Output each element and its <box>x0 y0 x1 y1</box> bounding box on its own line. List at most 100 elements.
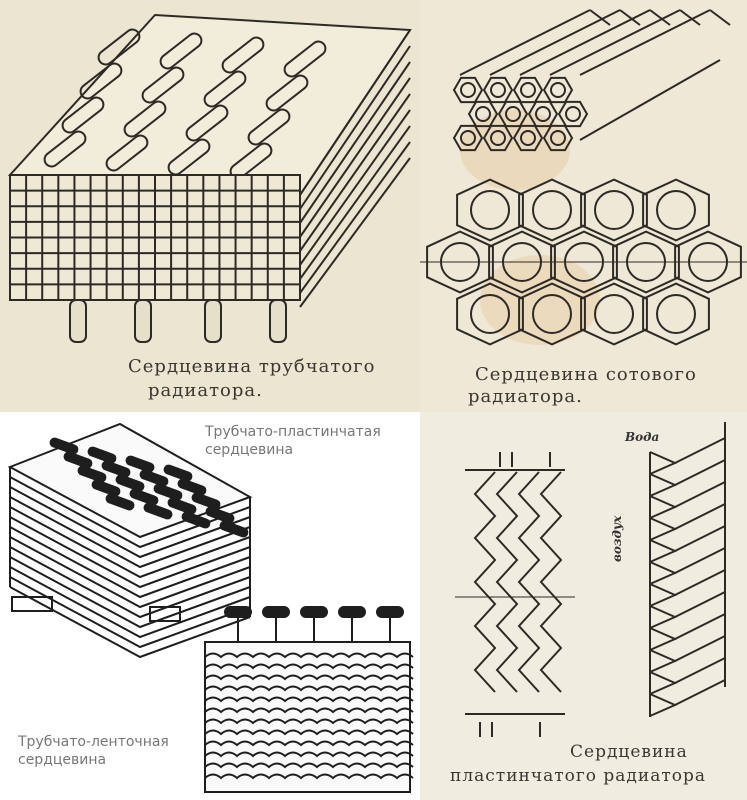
stacked-plate <box>9 486 251 559</box>
stacked-plate <box>9 516 251 589</box>
small-tube <box>535 106 551 122</box>
tube-opening <box>43 130 87 168</box>
large-tube <box>470 190 510 230</box>
top-plate <box>7 13 412 197</box>
stacked-plate <box>9 546 251 619</box>
small-tube <box>460 130 476 146</box>
corrugation-depth <box>674 503 726 530</box>
corrugation-depth <box>674 591 726 618</box>
small-hex-cell <box>542 76 574 104</box>
stacked-plate <box>9 536 251 609</box>
honeycomb-core-panel: Сердцевина сотового радиатора. <box>420 0 747 412</box>
stacked-plate <box>9 556 251 629</box>
ribbon-wave <box>204 751 414 758</box>
zigzag-plate <box>517 471 541 693</box>
tube-opening <box>265 74 309 112</box>
ribbon-wave <box>204 718 414 725</box>
zigzag-plate <box>495 471 519 693</box>
stacked-plate <box>9 586 251 659</box>
corrugation-depth <box>674 547 726 574</box>
large-tube <box>656 294 696 334</box>
water-label: Вода <box>625 430 660 444</box>
ribbon-wave <box>204 685 414 692</box>
tube-plate-drawing <box>7 422 414 793</box>
tube-slot <box>219 520 249 538</box>
small-tube <box>520 82 536 98</box>
tubular-core-caption-2: радиатора. <box>148 380 263 401</box>
small-tube <box>460 82 476 98</box>
corrugation-front <box>649 561 678 585</box>
stacked-plate <box>9 526 251 599</box>
large-hex-cell <box>488 230 556 294</box>
corrugation-depth <box>674 657 726 684</box>
corrugation-depth <box>674 437 726 464</box>
tube-plate-caption-1: Трубчато-пластинчатая <box>205 424 381 440</box>
tube-extension <box>709 9 731 26</box>
large-hex-cell <box>580 178 648 242</box>
small-tube <box>475 106 491 122</box>
stacked-plate <box>9 476 251 549</box>
leg <box>134 299 152 343</box>
air-label: воздух <box>610 515 624 562</box>
small-hex-cell <box>557 100 589 128</box>
tube-extension <box>579 59 721 141</box>
plate-caption-1: Сердцевина <box>570 742 688 762</box>
tube-slot <box>153 483 183 501</box>
large-hex-cell <box>456 178 524 242</box>
corrugation-front <box>649 451 678 475</box>
ribbon-wave <box>204 707 414 714</box>
corrugation-front <box>649 627 678 651</box>
large-hex-cell <box>674 230 742 294</box>
tube-slot <box>129 488 159 506</box>
large-hex-cell <box>426 230 494 294</box>
side-layer <box>299 93 411 252</box>
tube-opening <box>123 100 167 138</box>
corrugation-depth <box>674 679 726 706</box>
plate-core-drawing <box>455 422 726 737</box>
leg <box>204 299 222 343</box>
tube-extension <box>679 9 701 26</box>
large-hex-cell <box>518 178 586 242</box>
tube-slot <box>87 446 117 464</box>
large-hex-cell <box>642 178 710 242</box>
tube-slot <box>101 460 131 478</box>
tube-slot <box>139 469 169 487</box>
leg <box>11 596 53 612</box>
large-hex-cell <box>612 230 680 294</box>
tube-opening <box>79 62 123 100</box>
small-hex-cell <box>512 124 544 152</box>
tube-opening <box>185 104 229 142</box>
small-tube <box>550 82 566 98</box>
tubular-core-panel: Сердцевина трубчатого радиатора. <box>0 0 420 412</box>
small-tube <box>490 82 506 98</box>
tube-extension <box>489 9 621 76</box>
large-tube <box>656 190 696 230</box>
ribbon-wave <box>204 696 414 703</box>
tube-slot <box>49 437 79 455</box>
leg <box>69 299 87 343</box>
small-hex-cell <box>482 124 514 152</box>
large-hex-cell <box>642 282 710 346</box>
ribbon-tube-top <box>224 606 252 618</box>
tube-slot <box>167 497 197 515</box>
small-hex-cell <box>482 76 514 104</box>
tube-opening <box>247 108 291 146</box>
tube-extension <box>589 9 611 26</box>
tube-opening <box>203 70 247 108</box>
tube-slot <box>191 492 221 510</box>
tubular-core-caption-1: Сердцевина трубчатого <box>128 356 376 377</box>
small-tube <box>550 130 566 146</box>
small-hex-cell <box>512 76 544 104</box>
small-tube <box>490 130 506 146</box>
large-tube <box>594 294 634 334</box>
tube-slot <box>115 474 145 492</box>
corrugation-front <box>649 693 678 717</box>
side-layer <box>299 77 411 238</box>
corrugation-depth <box>674 613 726 640</box>
stacked-plate <box>9 496 251 569</box>
tube-extension <box>619 9 641 26</box>
large-hex-cell <box>550 230 618 294</box>
large-hex-cell <box>580 282 648 346</box>
small-hex-cell <box>452 124 484 152</box>
tube-ribbon-caption-2: сердцевина <box>18 752 107 768</box>
